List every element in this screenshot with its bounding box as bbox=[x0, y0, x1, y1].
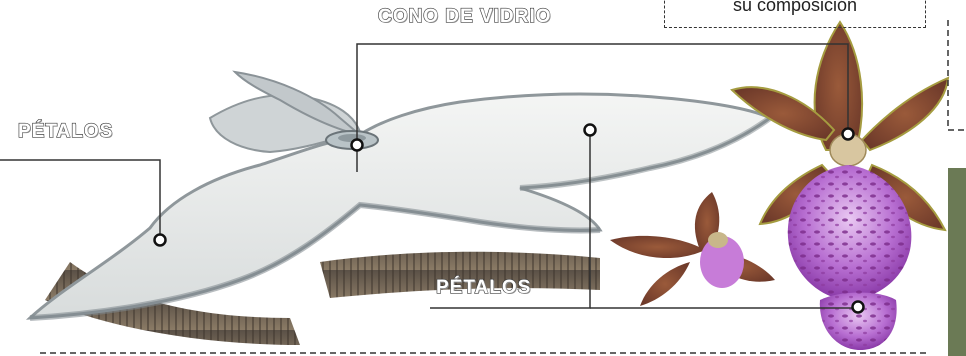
leader-cono bbox=[356, 43, 849, 172]
building-illustration bbox=[25, 70, 773, 345]
note-text: su composición bbox=[732, 0, 858, 15]
orchid-illustration bbox=[610, 20, 966, 356]
marker-petal-right bbox=[583, 123, 597, 137]
building-facade-right bbox=[320, 251, 600, 298]
roof-rim-right bbox=[519, 115, 772, 191]
marker-cono bbox=[350, 138, 364, 152]
large-orchid bbox=[730, 20, 950, 350]
marker-orchid-lip bbox=[851, 300, 865, 314]
frame-right bbox=[947, 20, 966, 131]
roof-rim bbox=[29, 201, 601, 321]
markers bbox=[153, 123, 865, 314]
leader-lines bbox=[0, 43, 858, 309]
marker-petal-left bbox=[153, 233, 167, 247]
marker-orchid-column bbox=[841, 127, 855, 141]
label-cono-de-vidrio: CONO DE VIDRIO bbox=[377, 5, 552, 27]
label-petalos-bottom: PÉTALOS bbox=[435, 276, 532, 298]
leader-petalos-left bbox=[0, 159, 161, 240]
roof-top-fin bbox=[232, 70, 361, 136]
note-box: su composición bbox=[664, 0, 926, 28]
photo-edge bbox=[948, 168, 966, 356]
frame-dashes bbox=[40, 20, 966, 354]
label-petalos-left: PÉTALOS bbox=[17, 120, 114, 142]
small-orchid bbox=[610, 192, 775, 306]
building-facade bbox=[45, 262, 300, 345]
